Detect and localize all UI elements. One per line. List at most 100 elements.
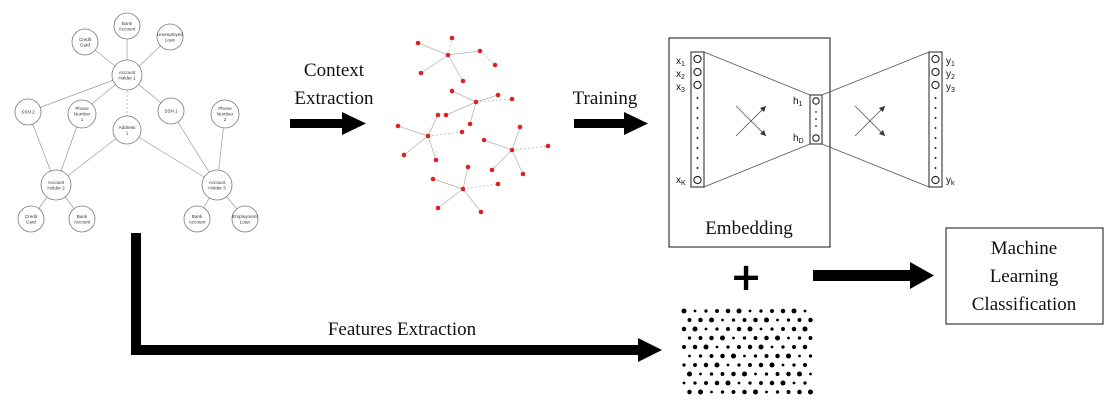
- feature-dot: [731, 318, 736, 322]
- feature-dot: [741, 371, 748, 377]
- feature-dot: [726, 363, 730, 367]
- feature-dot: [736, 326, 742, 332]
- feature-dot: [687, 318, 692, 322]
- feature-dot: [743, 354, 746, 358]
- node-employment-loan: [231, 205, 259, 233]
- feature-dot: [764, 372, 769, 376]
- feature-dot: [693, 381, 697, 385]
- feature-dot: [682, 345, 686, 349]
- node-ssn-2: [14, 98, 42, 126]
- context-label-line2: Extraction: [294, 88, 374, 109]
- node-account-holder-1: [111, 59, 143, 91]
- feature-dot: [798, 354, 801, 358]
- hidden-h1: h1: [793, 96, 803, 108]
- embedding-box: x1 x2 x3 xK h1 hD Embedding: [668, 37, 930, 248]
- feature-dot: [692, 326, 698, 332]
- output-y1: y1: [946, 56, 955, 68]
- classify-arrow: [813, 262, 934, 289]
- feature-dot: [692, 344, 698, 350]
- feature-dot: [721, 318, 724, 322]
- feature-dot: [759, 309, 763, 313]
- feature-dot: [693, 309, 697, 313]
- feature-dot: [759, 327, 763, 331]
- feature-dot: [682, 381, 686, 385]
- feature-dot: [803, 309, 807, 313]
- feature-dot: [758, 344, 764, 350]
- node-unemployed-loan: [156, 23, 184, 51]
- node-bank-account-bottom-right: [183, 205, 211, 233]
- feature-dot: [764, 335, 769, 341]
- feature-dot: [797, 389, 802, 395]
- feature-dot: [699, 372, 702, 376]
- feature-dot: [709, 372, 714, 376]
- node-account-holder-2: [40, 169, 72, 201]
- feature-dot: [769, 380, 775, 386]
- output-yk: yk: [946, 175, 955, 187]
- feature-dot: [765, 390, 768, 394]
- feature-dot: [732, 336, 735, 340]
- node-phone-number-2: [210, 99, 240, 129]
- feature-dot: [775, 353, 780, 359]
- feature-dot: [802, 344, 808, 350]
- node-ssn-1: [157, 97, 185, 125]
- feature-dot: [681, 326, 687, 332]
- feature-dot: [753, 317, 758, 323]
- feature-dot: [704, 381, 708, 385]
- feature-dot: [698, 354, 703, 358]
- input-x2: x2: [676, 69, 685, 81]
- feature-dot: [736, 308, 742, 314]
- feature-dot: [781, 327, 785, 331]
- feature-dot: [748, 381, 752, 385]
- node-address-1: [112, 115, 142, 145]
- node-credit-card-top: [71, 28, 99, 56]
- feature-dot: [682, 363, 686, 367]
- feature-dot: [802, 326, 808, 332]
- feature-dot: [719, 335, 726, 341]
- feature-dot: [742, 336, 747, 340]
- feature-dot: [748, 309, 752, 313]
- feature-dot: [703, 362, 709, 368]
- output-y2: y2: [946, 69, 955, 81]
- feature-dot: [758, 362, 764, 368]
- feature-dot: [797, 318, 802, 322]
- input-x3: x3: [676, 82, 685, 94]
- feature-dot: [714, 362, 720, 368]
- output-layer-group: y1 y2 y3 yk: [854, 51, 955, 188]
- feature-dot: [709, 335, 714, 341]
- feature-dot: [720, 372, 725, 376]
- feature-dot: [775, 372, 780, 376]
- classifier-line2: Learning: [990, 266, 1059, 287]
- feature-dot: [774, 335, 781, 341]
- feature-dot: [753, 336, 758, 340]
- feature-dot: [803, 363, 807, 367]
- feature-dot: [791, 308, 797, 314]
- feature-dot: [726, 327, 730, 331]
- feature-dot: [704, 309, 708, 313]
- feature-dot: [797, 336, 802, 340]
- feature-dot: [763, 317, 770, 323]
- classifier-line3: Classification: [972, 294, 1077, 315]
- feature-dot: [786, 390, 791, 394]
- feature-dot: [781, 363, 785, 367]
- feature-dot: [688, 354, 691, 358]
- feature-dot: [697, 389, 704, 395]
- embedding-label: Embedding: [705, 218, 793, 239]
- feature-dot: [703, 344, 709, 350]
- feature-dot: [720, 353, 725, 359]
- feature-dot: [708, 317, 715, 323]
- graph-node-label: SSN 2: [21, 110, 35, 115]
- classifier-frame: [945, 227, 1104, 325]
- feature-dot: [681, 308, 687, 314]
- feature-dot: [747, 326, 753, 332]
- feature-dot: [786, 318, 791, 322]
- feature-dot: [687, 336, 692, 340]
